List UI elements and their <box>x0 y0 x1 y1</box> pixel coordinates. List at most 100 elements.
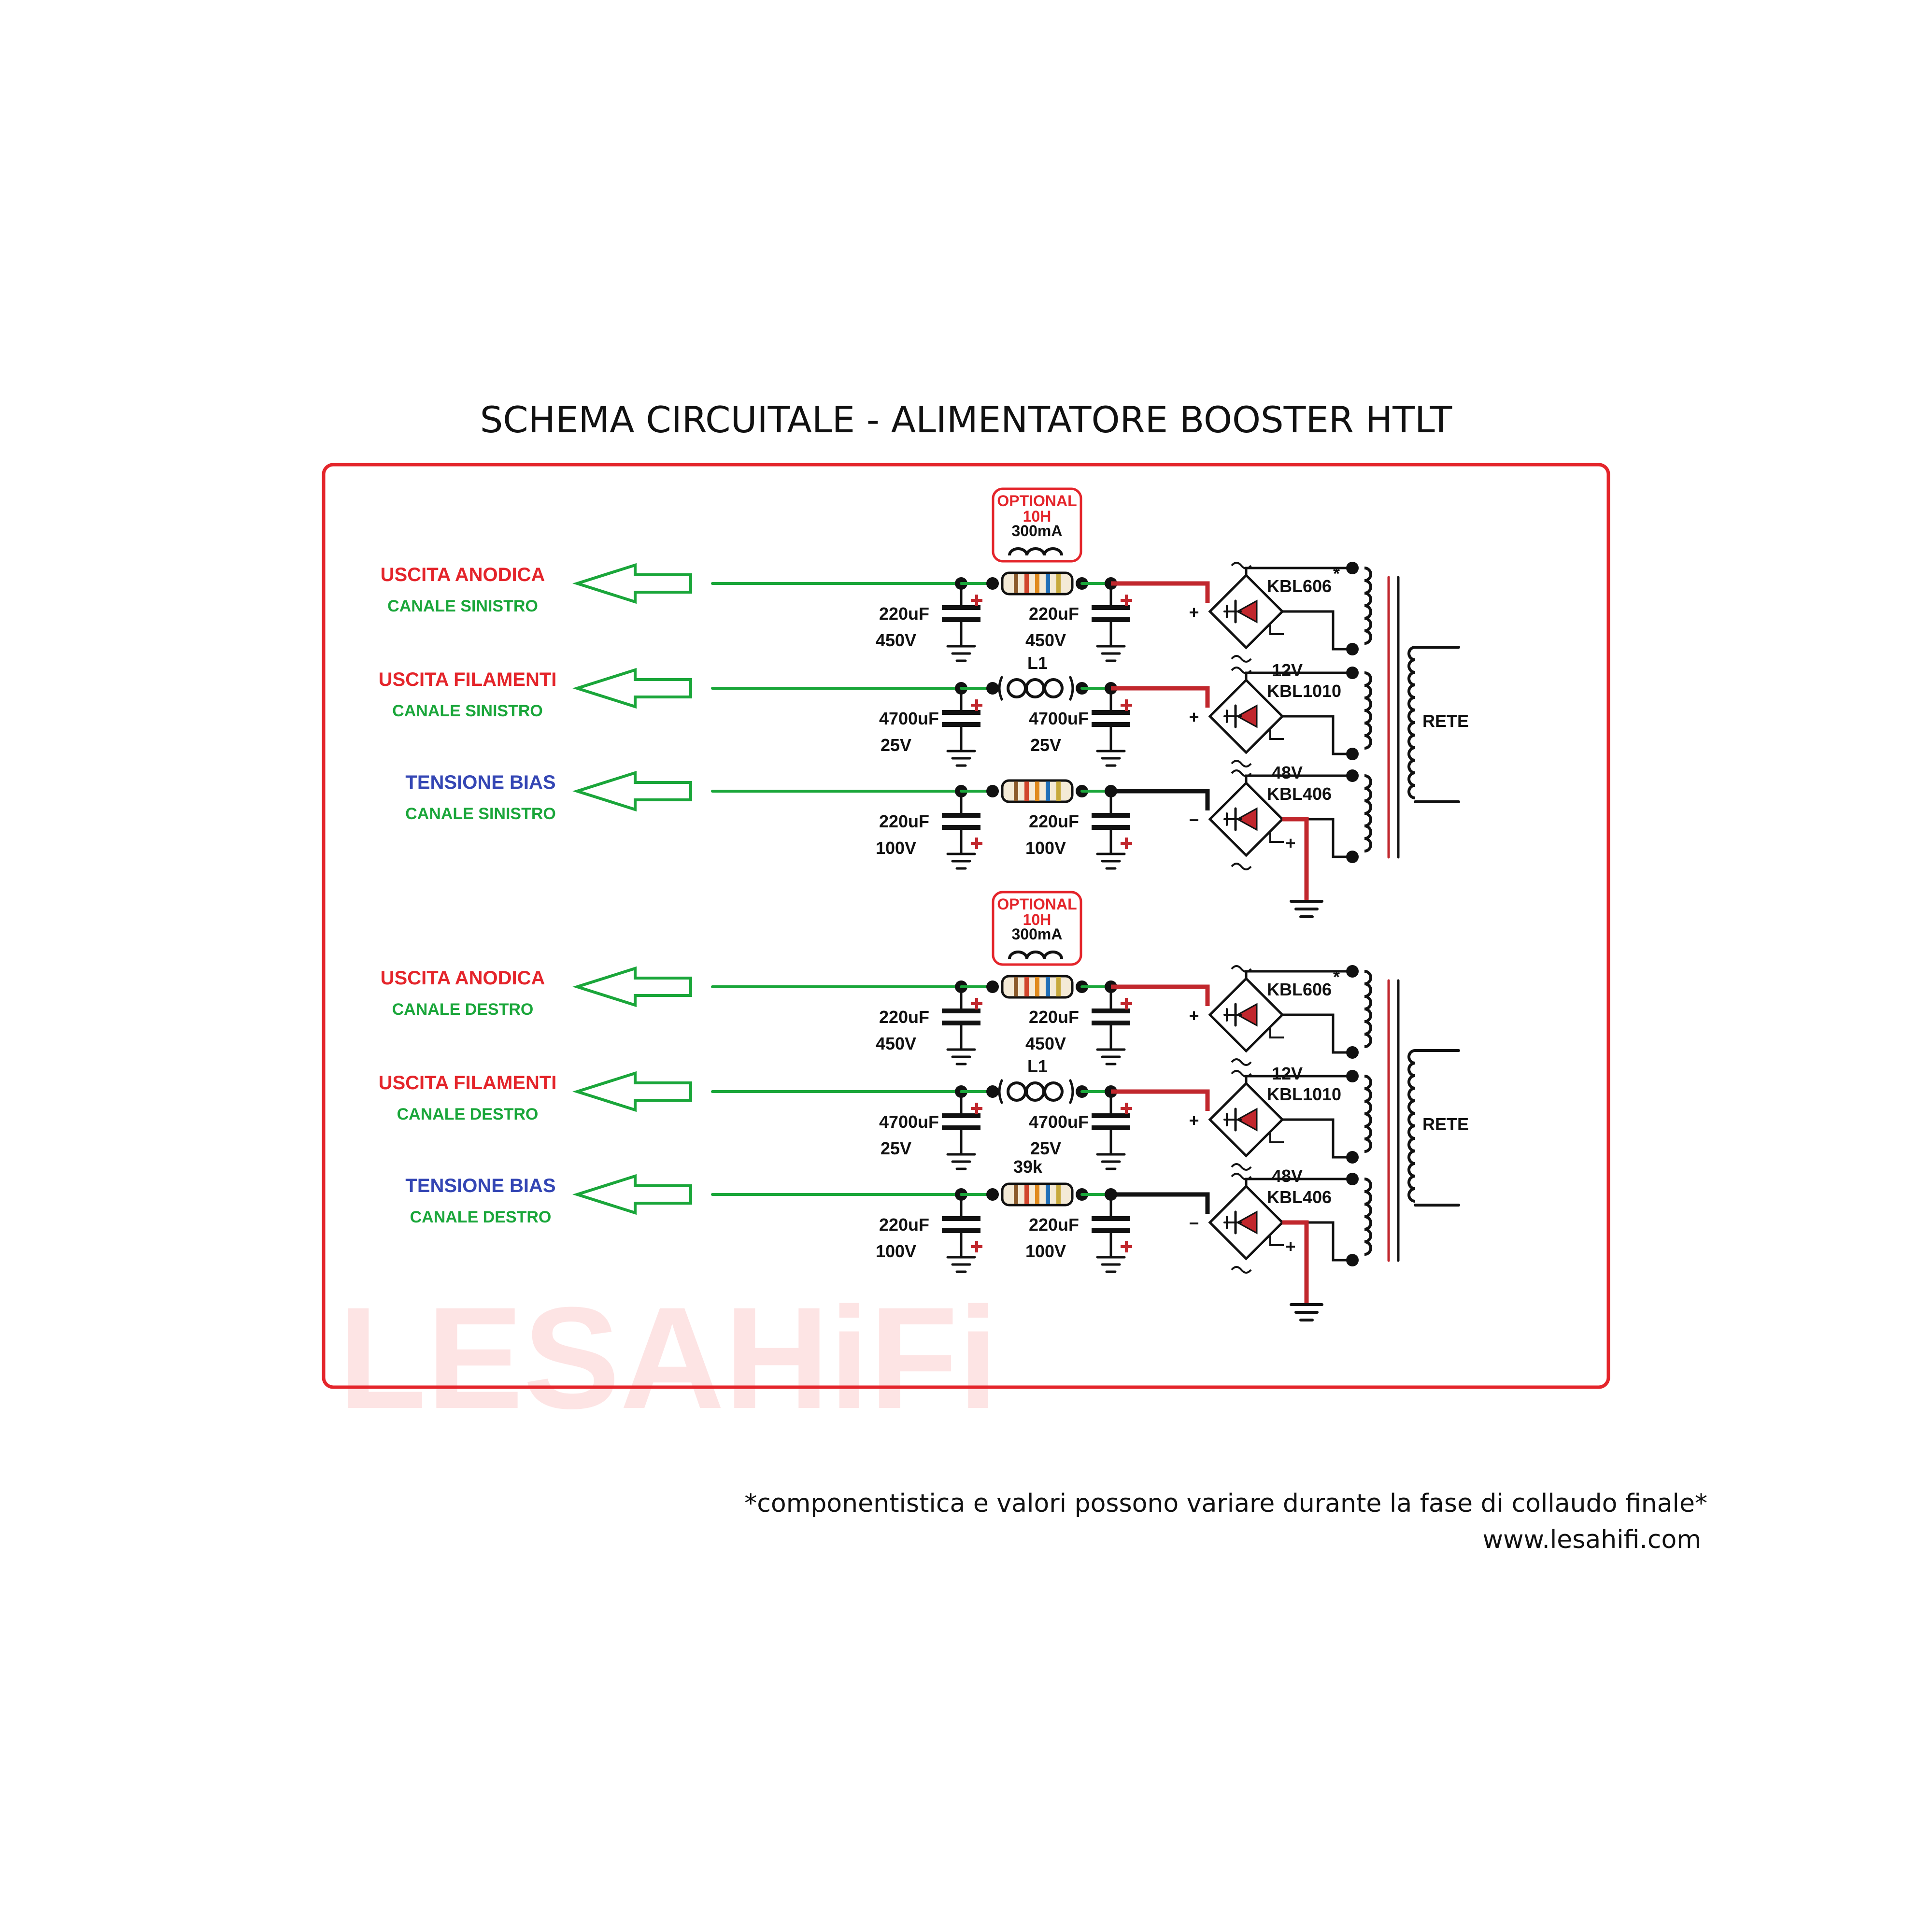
cap1-value: 4700 <box>879 709 918 728</box>
transformer-coil-icon <box>1364 774 1372 852</box>
output-label-anodic: USCITA ANODICA <box>381 967 545 989</box>
ac-tilde-icon <box>1231 863 1252 870</box>
inductor-icon <box>998 675 1074 701</box>
capacitor-icon <box>942 1090 982 1170</box>
cap1-voltage: 100V <box>876 1241 916 1261</box>
cap2-unit: uF <box>1058 1215 1079 1235</box>
output-label-bias: TENSIONE BIAS <box>405 772 555 793</box>
resistor-label: 39k <box>1013 1157 1043 1177</box>
output-arrow-icon <box>572 1174 692 1215</box>
rectifier-part-number: KBL1010 <box>1267 681 1341 701</box>
polarity-plus-icon <box>1121 1103 1132 1114</box>
star-marker: * <box>1333 564 1340 583</box>
capacitor-icon <box>942 790 982 870</box>
junction-dot <box>1346 1173 1359 1185</box>
diode-icon <box>1236 807 1258 831</box>
output-label-bias: TENSIONE BIAS <box>405 1175 555 1196</box>
cap1-voltage: 450V <box>876 1034 916 1053</box>
optional-current: 300mA <box>1012 925 1063 943</box>
cap2-value: 220 <box>1029 604 1058 624</box>
cap2-voltage: 100V <box>1025 838 1066 858</box>
inductor-label: L1 <box>1027 1056 1048 1076</box>
cap2-value: 220 <box>1029 1007 1058 1027</box>
cap2-value: 220 <box>1029 1215 1058 1235</box>
ac-lead-wire <box>1282 1118 1352 1159</box>
bias-plus-sign: + <box>1285 833 1295 853</box>
cap1-unit: uF <box>908 1215 929 1235</box>
cap1-value: 4700 <box>879 1112 918 1132</box>
ac-lead-wire <box>1245 671 1352 680</box>
bridge-polarity: + <box>1189 1006 1199 1025</box>
ac-lead-wire <box>1245 1075 1352 1083</box>
choke-symbol-icon <box>1008 951 1063 959</box>
transformer-coil-icon <box>1364 970 1372 1048</box>
inductor-label: L1 <box>1027 653 1048 673</box>
bridge-rectifier-icon <box>1208 667 1284 767</box>
junction-dot <box>986 1188 999 1201</box>
polarity-plus-icon <box>971 838 982 849</box>
cap1-value: 220 <box>879 1007 908 1027</box>
rectifier-wire <box>1111 581 1210 603</box>
polarity-plus-icon <box>1121 838 1132 849</box>
output-channel-filament: CANALE DESTRO <box>397 1105 539 1123</box>
ac-tilde-icon <box>1231 760 1252 767</box>
junction-dot <box>986 577 999 590</box>
rectifier-part-number: KBL1010 <box>1267 1084 1341 1104</box>
capacitor-icon <box>1092 1090 1132 1170</box>
cap2-unit: uF <box>1058 604 1079 624</box>
cap1-value: 220 <box>879 811 908 831</box>
voltage-12v: 12V <box>1272 1064 1303 1083</box>
cap2-value: 4700 <box>1029 709 1067 728</box>
bridge-polarity: + <box>1189 707 1199 727</box>
cap2-unit: uF <box>1058 811 1079 831</box>
cap1-unit: uF <box>908 604 929 624</box>
capacitor-icon <box>1092 687 1132 767</box>
ac-tilde-icon <box>1231 655 1252 663</box>
cap2-voltage: 100V <box>1025 1241 1066 1261</box>
optional-label: OPTIONAL <box>997 492 1077 510</box>
polarity-plus-icon <box>971 1103 982 1114</box>
ac-tilde-icon <box>1231 1266 1252 1274</box>
resistor-icon <box>1001 1182 1074 1207</box>
polarity-plus-icon <box>971 998 982 1009</box>
polarity-plus-icon <box>971 595 982 606</box>
polarity-plus-icon <box>1121 1241 1132 1252</box>
output-channel-bias: CANALE SINISTRO <box>405 805 556 823</box>
star-marker: * <box>1333 967 1340 987</box>
optional-current: 300mA <box>1012 522 1063 540</box>
rectifier-wire <box>1111 1089 1210 1111</box>
cap1-unit: uF <box>908 1007 929 1027</box>
junction-dot <box>1346 667 1359 679</box>
diode-icon <box>1236 1210 1258 1235</box>
output-arrow-icon <box>572 966 692 1008</box>
capacitor-icon <box>942 1193 982 1273</box>
output-label-filament: USCITA FILAMENTI <box>379 669 557 690</box>
voltage-12v: 12V <box>1272 660 1303 680</box>
rectifier-wire <box>1111 984 1210 1006</box>
inductor-icon <box>998 1079 1074 1105</box>
cap1-voltage: 25V <box>881 1138 911 1158</box>
ac-lead-wire <box>1245 774 1352 783</box>
voltage-48v: 48V <box>1272 763 1303 782</box>
cap1-voltage: 450V <box>876 630 916 650</box>
junction-dot <box>986 785 999 797</box>
polarity-plus-icon <box>971 699 982 711</box>
capacitor-icon <box>1092 985 1132 1065</box>
capacitor-icon <box>942 687 982 767</box>
bridge-rectifier-icon <box>1208 562 1284 663</box>
output-arrow-icon <box>572 770 692 812</box>
resistor-icon <box>1001 779 1074 803</box>
ac-lead-wire <box>1282 715 1352 755</box>
polarity-plus-icon <box>1121 595 1132 606</box>
junction-dot <box>1346 643 1359 655</box>
transformer-coil-icon <box>1364 1075 1372 1153</box>
cap2-voltage: 450V <box>1025 630 1066 650</box>
transformer-coil-icon <box>1407 1049 1416 1203</box>
rectifier-part-number: KBL406 <box>1267 784 1332 804</box>
cap2-voltage: 25V <box>1030 1138 1061 1158</box>
cap1-voltage: 100V <box>876 838 916 858</box>
